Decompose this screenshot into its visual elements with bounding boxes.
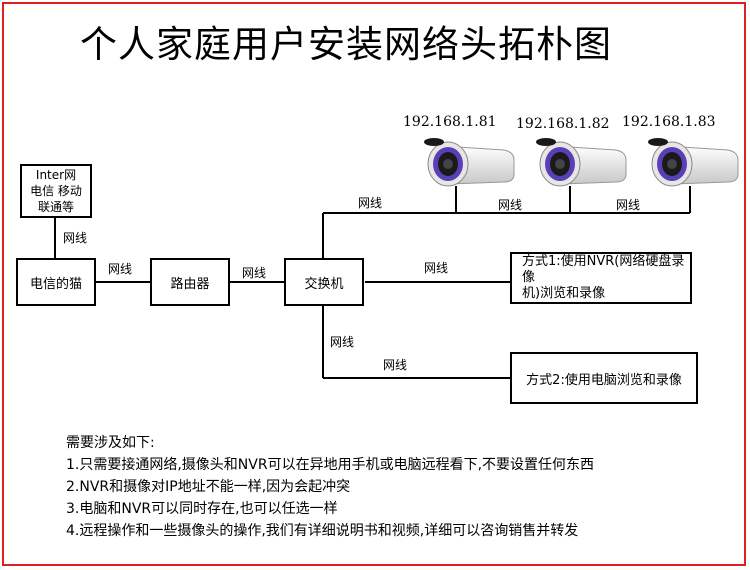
note-item: 4.远程操作和一些摄像头的操作,我们有详细说明书和视频,详细可以咨询销售并转发: [66, 523, 579, 539]
cable-label: 网线: [63, 231, 88, 245]
camera-icon: [424, 138, 515, 187]
switch-box: 交换机: [284, 258, 364, 306]
cable-label: 网线: [330, 335, 355, 349]
cable-label: 网线: [108, 262, 133, 276]
camera-icon: [536, 138, 627, 187]
cable-label: 网线: [498, 198, 523, 212]
modem-box: 电信的猫: [16, 258, 96, 306]
camera-ip-label: 192.168.1.81: [403, 114, 497, 130]
notes-section: 需要涉及如下: 1.只需要接通网络,摄像头和NVR可以在异地用手机或电脑远程看下…: [66, 432, 594, 542]
router-box: 路由器: [150, 258, 230, 306]
note-item: 3.电脑和NVR可以同时存在,也可以任选一样: [66, 501, 338, 517]
cable-label: 网线: [358, 196, 383, 210]
camera-icon: [648, 138, 739, 187]
note-item: 2.NVR和摄像对IP地址不能一样,因为会起冲突: [66, 479, 351, 495]
nvr-method-box: 方式1:使用NVR(网络硬盘录像 机)浏览和录像: [510, 252, 692, 304]
pc-method-box: 方式2:使用电脑浏览和录像: [510, 352, 698, 404]
note-item: 1.只需要接通网络,摄像头和NVR可以在异地用手机或电脑远程看下,不要设置任何东…: [66, 457, 595, 473]
camera-ip-label: 192.168.1.82: [516, 116, 610, 132]
internet-box: Inter网 电信 移动 联通等: [20, 164, 92, 218]
cable-label: 网线: [424, 261, 449, 275]
camera-ip-label: 192.168.1.83: [622, 114, 716, 130]
cable-label: 网线: [616, 198, 641, 212]
cable-label: 网线: [242, 266, 267, 280]
page-title: 个人家庭用户安装网络头拓朴图: [80, 23, 612, 66]
cable-label: 网线: [383, 358, 408, 372]
notes-heading: 需要涉及如下:: [66, 435, 155, 451]
